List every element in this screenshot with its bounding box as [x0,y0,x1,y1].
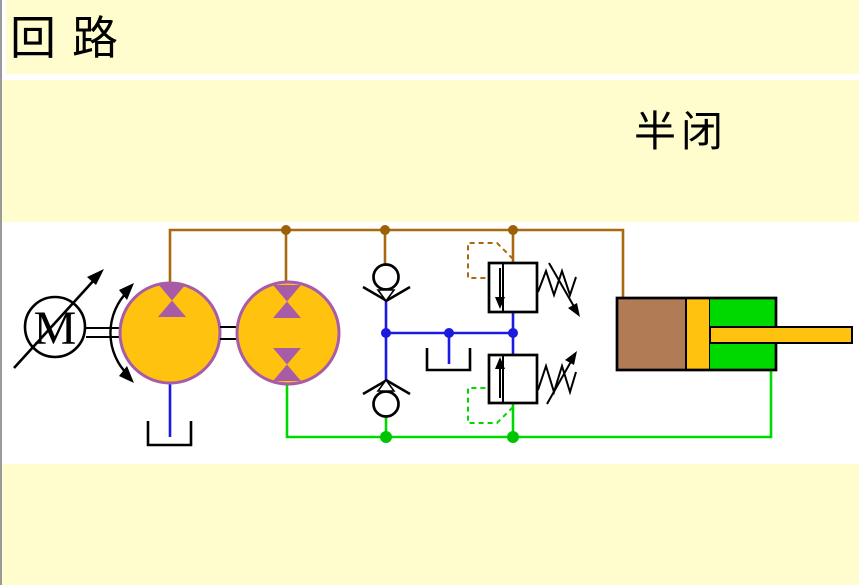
junction-dot [380,431,392,443]
motor-shaft [86,327,122,338]
pump-flow-triangles [158,284,186,317]
motor-label: M [34,302,77,355]
arrowhead [87,269,104,285]
check-valve-upper [362,263,411,303]
page-title: 回路 [10,13,134,64]
junction-dot [381,328,391,338]
cylinder-cap-chamber [617,298,686,370]
electric-motor-symbol: M [13,269,104,369]
window-left-border [0,0,2,585]
pump-left-symbol [118,281,222,385]
lower-background-band [2,464,859,585]
junction-dot [380,225,390,235]
arrowhead [565,351,577,365]
title-band [6,0,859,74]
arrowhead [495,357,505,369]
relief-valve-adjust-arrow [546,357,574,405]
pump-flow-triangles [273,348,301,381]
pressure-line [168,225,625,298]
piston [685,297,711,371]
junction-dot [444,328,454,338]
tank-symbol-center [425,348,472,372]
arrowhead [119,283,134,300]
arrowhead [119,366,134,383]
upper-background-band [2,80,859,222]
motor-variable-arrow [13,278,96,369]
junction-dot [508,225,518,235]
pump-coupling-shaft [220,326,238,340]
pump-right-symbol [235,280,341,386]
drain-line [168,301,518,437]
pilot-line-lower [467,387,514,424]
cylinder-symbol [615,296,853,372]
relief-valve-spring [537,267,577,299]
pilot-line-upper [467,242,514,279]
junction-dot [281,225,291,235]
piston-rod [709,326,853,344]
junction-dot [507,431,519,443]
tank-symbol-left [146,421,193,447]
side-label: 半闭 [634,110,729,156]
pump-flow-triangles [273,285,301,318]
arrowhead [568,303,580,317]
relief-valve-lower [467,351,577,424]
rotation-direction-arc [109,283,134,383]
relief-valve-spring [537,362,577,396]
check-valve-lower [362,378,411,418]
arrowhead [495,297,505,309]
junction-dot [508,328,518,338]
return-line [285,370,773,443]
relief-valve-adjust-arrow [548,262,577,311]
relief-valve-upper [467,242,580,317]
